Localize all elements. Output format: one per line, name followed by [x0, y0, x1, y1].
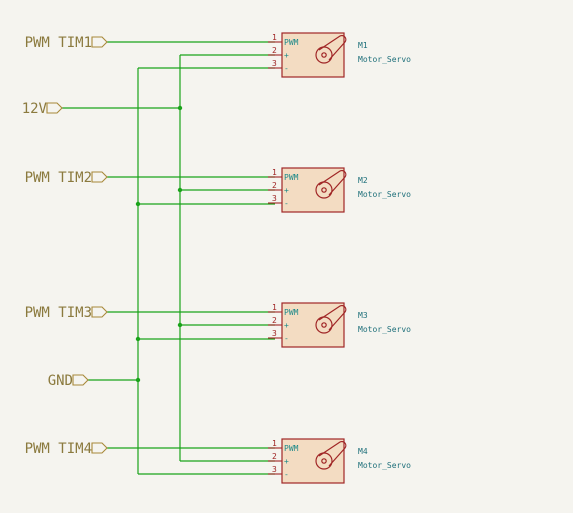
net-label-text: PWM TIM2: [25, 170, 92, 186]
input-port-icon: [72, 374, 89, 386]
net-label-text: PWM TIM4: [25, 441, 92, 457]
pin-number: 3: [272, 329, 277, 338]
net-label-12v[interactable]: 12V: [22, 101, 63, 117]
pin-number: 2: [272, 181, 277, 190]
pin-number: 1: [272, 439, 277, 448]
servo-motor-icon: [315, 304, 347, 334]
net-label-pwm-tim1[interactable]: PWM TIM1: [25, 35, 108, 51]
servo-m4[interactable]: 1 2 3 PWM + - M4 Motor_Servo: [268, 438, 411, 484]
pin-name: +: [284, 186, 289, 195]
servo-value: Motor_Servo: [358, 55, 411, 64]
servo-reference: M2: [358, 176, 368, 185]
servo-motor-icon: [315, 34, 347, 64]
pin-number: 2: [272, 452, 277, 461]
pin-name: +: [284, 457, 289, 466]
junction-dot: [135, 201, 141, 207]
servo-value: Motor_Servo: [358, 190, 411, 199]
pin-name: -: [284, 334, 289, 343]
pin-number: 2: [272, 316, 277, 325]
wires: [62, 41, 275, 475]
servo-reference: M1: [358, 41, 368, 50]
servo-reference: M4: [358, 447, 368, 456]
junction-dot: [177, 105, 183, 111]
pin-number: 3: [272, 194, 277, 203]
input-port-icon: [46, 102, 63, 114]
net-label-text: PWM TIM3: [25, 305, 92, 321]
input-port-icon: [91, 442, 108, 454]
junction-dot: [135, 336, 141, 342]
servo-reference: M3: [358, 311, 368, 320]
servo-motor-icon: [315, 169, 347, 199]
pin-number: 1: [272, 168, 277, 177]
servo-motor-icon: [315, 440, 347, 470]
pin-name: -: [284, 64, 289, 73]
pin-name: PWM: [284, 38, 299, 47]
junctions: [135, 105, 183, 383]
pin-number: 1: [272, 33, 277, 42]
net-label-pwm-tim2[interactable]: PWM TIM2: [25, 170, 108, 186]
net-label-pwm-tim4[interactable]: PWM TIM4: [25, 441, 108, 457]
pin-name: +: [284, 51, 289, 60]
pin-name: +: [284, 321, 289, 330]
junction-dot: [135, 377, 141, 383]
pin-number: 1: [272, 303, 277, 312]
pin-name: PWM: [284, 308, 299, 317]
pin-number: 3: [272, 465, 277, 474]
pin-name: PWM: [284, 173, 299, 182]
pin-number: 3: [272, 59, 277, 68]
input-port-icon: [91, 36, 108, 48]
servo-m1[interactable]: 1 2 3 PWM + - M1 Motor_Servo: [268, 32, 411, 78]
pin-name: -: [284, 470, 289, 479]
pin-name: -: [284, 199, 289, 208]
net-label-text: PWM TIM1: [25, 35, 92, 51]
net-label-gnd[interactable]: GND: [48, 373, 89, 389]
junction-dot: [177, 322, 183, 328]
net-label-pwm-tim3[interactable]: PWM TIM3: [25, 305, 108, 321]
servo-value: Motor_Servo: [358, 325, 411, 334]
net-label-text: GND: [48, 373, 73, 389]
junction-dot: [177, 187, 183, 193]
pin-name: PWM: [284, 444, 299, 453]
servo-m2[interactable]: 1 2 3 PWM + - M2 Motor_Servo: [268, 167, 411, 213]
pin-number: 2: [272, 46, 277, 55]
servo-value: Motor_Servo: [358, 461, 411, 470]
net-labels: PWM TIM1 12V PWM TIM2 PWM TIM3 GND PWM T…: [22, 35, 108, 457]
servo-m3[interactable]: 1 2 3 PWM + - M3 Motor_Servo: [268, 302, 411, 348]
net-label-text: 12V: [22, 101, 48, 117]
input-port-icon: [91, 171, 108, 183]
input-port-icon: [91, 306, 108, 318]
